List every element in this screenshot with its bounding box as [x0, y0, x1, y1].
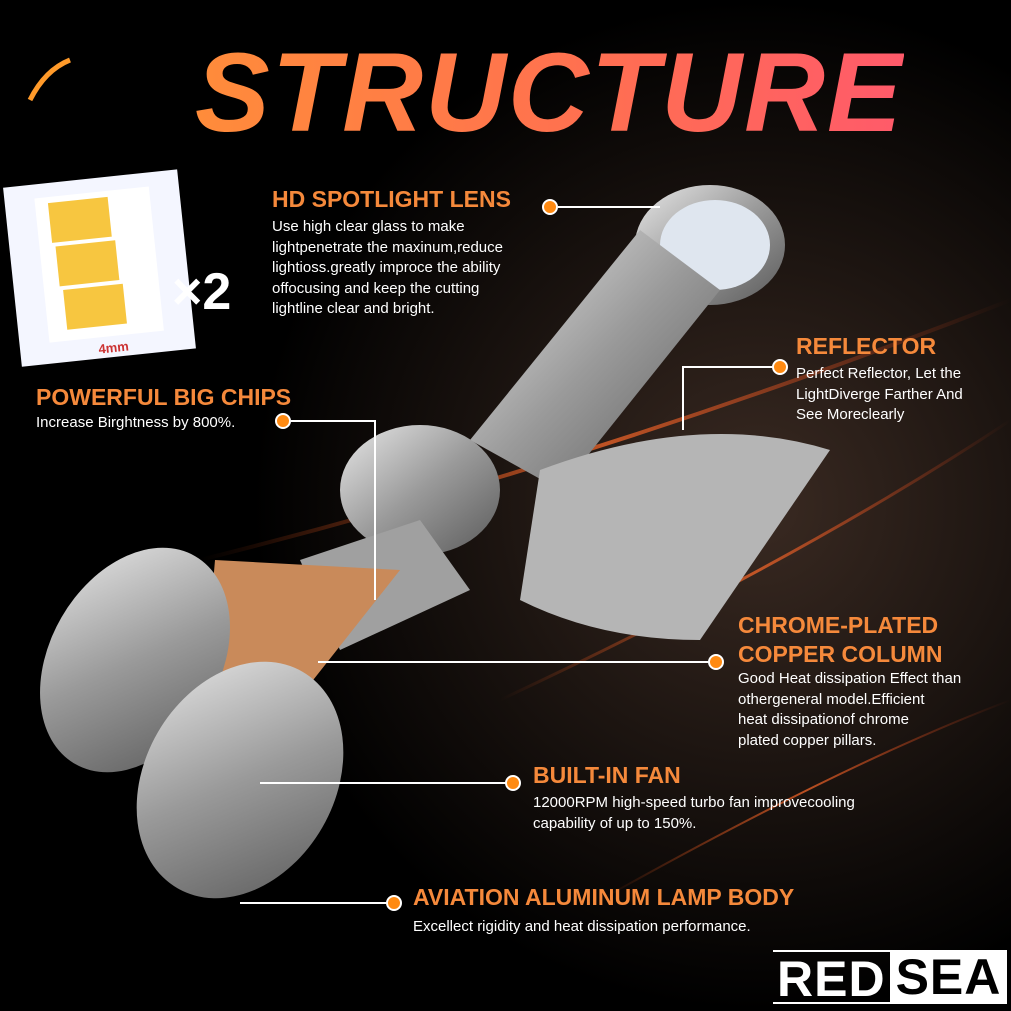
feature-text: Excellect rigidity and heat dissipation …	[413, 918, 751, 935]
feature-text: heat dissipationof chrome	[738, 711, 909, 728]
feature-heading: REFLECTOR	[796, 333, 937, 359]
feature-text: Good Heat dissipation Effect than	[738, 670, 962, 687]
chip-size-label: 4mm	[98, 338, 130, 356]
feature-text: lightline clear and bright.	[272, 300, 435, 317]
feature-heading: HD SPOTLIGHT LENS	[272, 186, 511, 212]
led-chip-image	[3, 169, 196, 367]
feature-text: capability of up to 150%.	[533, 814, 697, 832]
brand-logo-sea: SEA	[889, 950, 1008, 1004]
feature-text: lightioss.greatly improce the ability	[272, 259, 501, 276]
feature-text: plated copper pillars.	[738, 731, 877, 749]
feature-heading: BUILT-IN FAN	[533, 762, 681, 788]
feature-text: offocusing and keep the cutting	[272, 279, 480, 297]
chip-multiplier: ×2	[172, 263, 232, 321]
feature-heading: AVIATION ALUMINUM LAMP BODY	[413, 884, 795, 910]
callout-dot	[708, 654, 724, 670]
lamp-illustration	[40, 185, 830, 899]
page-title: STRUCTURE	[195, 30, 904, 155]
feature-heading: COPPER COLUMN	[738, 641, 943, 667]
feature-powerful-big-chips: POWERFUL BIG CHIPS Increase Birghtness b…	[36, 383, 291, 434]
brand-logo: RED SEA	[773, 950, 1008, 1006]
feature-text: LightDiverge Farther And	[796, 385, 963, 403]
feature-text: 12000RPM high-speed turbo fan improvecoo…	[533, 794, 855, 811]
feature-reflector: REFLECTOR Perfect Reflector, Let the Lig…	[796, 332, 963, 426]
feature-text: See Moreclearly	[796, 406, 905, 423]
feature-heading: CHROME-PLATED	[738, 612, 939, 638]
feature-text: lightpenetrate the maxinum,reduce	[272, 238, 503, 256]
callout-dot	[772, 359, 788, 375]
brand-logo-red: RED	[773, 950, 890, 1006]
callout-dot	[275, 413, 291, 429]
feature-built-in-fan: BUILT-IN FAN 12000RPM high-speed turbo f…	[533, 761, 855, 834]
callout-dot	[542, 199, 558, 215]
leader-lines	[240, 206, 780, 904]
feature-text: Increase Birghtness by 800%.	[36, 414, 236, 431]
feature-text: Use high clear glass to make	[272, 218, 465, 235]
feature-aviation-aluminum-lamp-body: AVIATION ALUMINUM LAMP BODY Excellect ri…	[413, 883, 794, 938]
feature-hd-spotlight-lens: HD SPOTLIGHT LENS Use high clear glass t…	[272, 185, 511, 320]
feature-heading: POWERFUL BIG CHIPS	[36, 384, 292, 410]
callout-dot	[386, 895, 402, 911]
feature-chrome-plated-copper-column: CHROME-PLATED COPPER COLUMN Good Heat di…	[738, 611, 961, 751]
feature-text: othergeneral model.Efficient	[738, 690, 925, 708]
feature-text: Perfect Reflector, Let the	[796, 365, 962, 382]
callout-dot	[505, 775, 521, 791]
